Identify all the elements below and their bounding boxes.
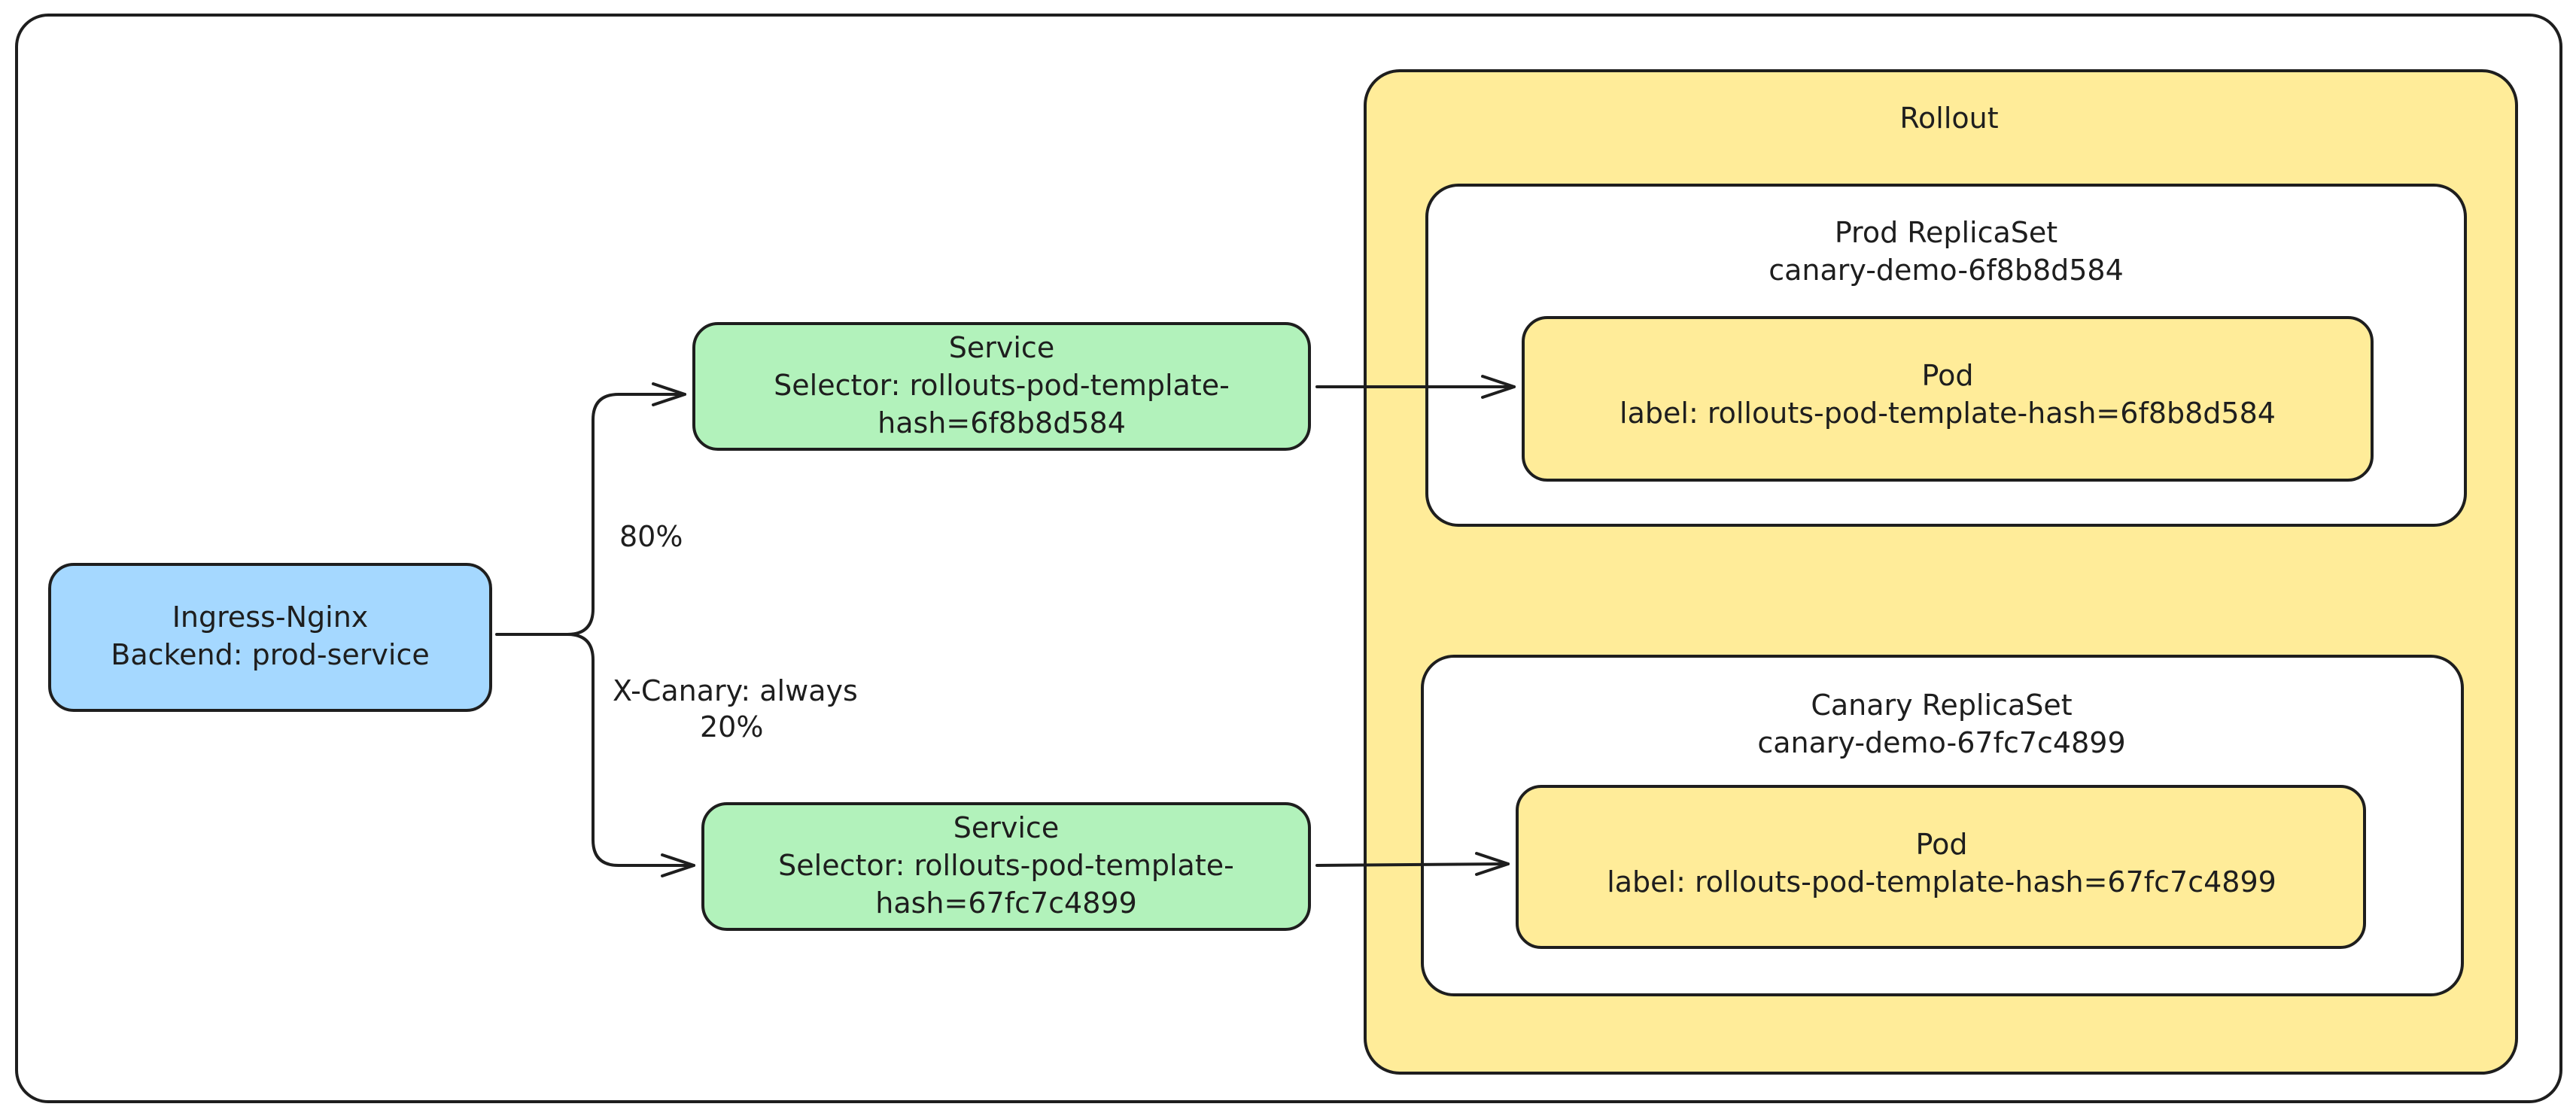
ingress-title: Ingress-Nginx	[172, 601, 369, 634]
prod-pod	[1522, 316, 2374, 482]
ingress-backend: Backend: prod-service	[111, 638, 430, 671]
canary-service-title: Service	[953, 811, 1060, 844]
prod-pod-label: label: rollouts-pod-template-hash=6f8b8d…	[1620, 397, 2276, 430]
prod-service-title: Service	[948, 331, 1055, 364]
prod-service	[692, 322, 1311, 451]
edge-label-20-percent: 20%	[700, 710, 764, 743]
canary-pod	[1516, 785, 2366, 949]
prod-replicaset-name: canary-demo-6f8b8d584	[1769, 254, 2124, 287]
prod-service-selector: Selector: rollouts-pod-template-	[774, 369, 1230, 402]
canary-service-hash: hash=67fc7c4899	[875, 886, 1137, 920]
canary-pod-title: Pod	[1915, 828, 1968, 861]
canary-replicaset-name: canary-demo-67fc7c4899	[1757, 726, 2126, 759]
prod-pod-title: Pod	[1921, 359, 1974, 392]
canary-pod-label: label: rollouts-pod-template-hash=67fc7c…	[1607, 865, 2276, 899]
canary-service	[701, 802, 1311, 931]
ingress-nginx	[48, 563, 492, 712]
canary-replicaset-title: Canary ReplicaSet	[1811, 689, 2073, 722]
prod-replicaset-title: Prod ReplicaSet	[1834, 216, 2058, 249]
canary-service-selector: Selector: rollouts-pod-template-	[778, 849, 1234, 882]
edge-label-canary-header: X-Canary: always	[613, 674, 858, 707]
edge-label-80-percent: 80%	[619, 520, 683, 553]
rollout-title: Rollout	[1899, 102, 1999, 135]
prod-service-hash: hash=6f8b8d584	[877, 406, 1126, 439]
